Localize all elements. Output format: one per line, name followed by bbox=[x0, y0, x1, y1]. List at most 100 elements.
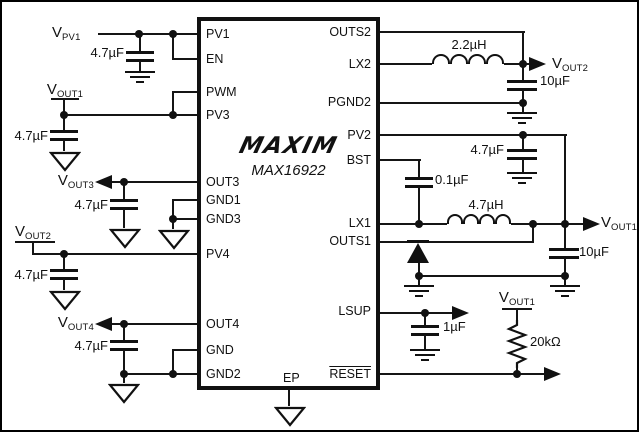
wire bbox=[380, 63, 432, 65]
capacitor-c-pv2 bbox=[507, 157, 537, 160]
wire bbox=[564, 258, 566, 277]
net-label-vout1-out: VOUT1 bbox=[601, 214, 638, 233]
wire bbox=[522, 104, 524, 112]
ground-symbol bbox=[507, 172, 537, 185]
capacitor-c-pv1 bbox=[126, 51, 154, 54]
wire bbox=[112, 181, 197, 183]
wire bbox=[418, 187, 420, 225]
wire bbox=[172, 349, 197, 351]
wire bbox=[522, 159, 524, 172]
output-arrow-vout3 bbox=[95, 175, 112, 189]
junction-dot bbox=[561, 272, 569, 280]
net-label-vout3: VOUT3 bbox=[57, 172, 94, 191]
wire bbox=[522, 90, 524, 104]
wire bbox=[123, 323, 125, 340]
wire bbox=[564, 134, 566, 225]
capacitor-c-pv2 bbox=[507, 149, 537, 152]
junction-dot bbox=[169, 215, 177, 223]
value-c-pv2: 4.7µF bbox=[470, 142, 504, 157]
net-label-vout2-out: VOUT2 bbox=[552, 55, 589, 74]
ground-symbol bbox=[507, 112, 537, 125]
value-c-pv4: 4.7µF bbox=[14, 267, 48, 282]
pin-en: EN bbox=[206, 52, 224, 66]
junction-dot bbox=[60, 111, 68, 119]
output-arrow-vout2 bbox=[529, 57, 546, 71]
junction-dot bbox=[120, 178, 128, 186]
inductor-l-out2 bbox=[450, 54, 468, 64]
capacitor-c-pv4 bbox=[50, 269, 78, 272]
wire bbox=[172, 199, 174, 229]
net-label-vout4: VOUT4 bbox=[57, 314, 94, 333]
pin-pv4: PV4 bbox=[206, 247, 230, 261]
junction-dot bbox=[519, 60, 527, 68]
pin-lsup: LSUP bbox=[338, 304, 371, 318]
junction-dot bbox=[415, 220, 423, 228]
wire bbox=[112, 323, 197, 325]
ic-max16922: MAXIM MAX16922 PV1 EN PWM PV3 OUT3 GND1 … bbox=[197, 17, 380, 390]
inductor-l-out1 bbox=[463, 214, 479, 224]
value-c-out1: 10µF bbox=[579, 244, 609, 259]
wire bbox=[380, 223, 447, 225]
wire bbox=[172, 199, 197, 201]
wire bbox=[380, 373, 544, 375]
ground-symbol bbox=[108, 383, 140, 404]
wire bbox=[172, 33, 174, 60]
pin-bst: BST bbox=[346, 153, 371, 167]
wire bbox=[63, 253, 65, 269]
junction-dot bbox=[421, 309, 429, 317]
net-label-vout2-in: VOUT2 bbox=[15, 223, 52, 242]
output-arrow-lsup bbox=[452, 306, 469, 320]
capacitor-c-out4 bbox=[110, 340, 138, 343]
wire bbox=[504, 63, 529, 65]
wire bbox=[380, 312, 452, 314]
capacitor-c-out1 bbox=[549, 248, 579, 251]
value-c-bst: 0.1µF bbox=[435, 172, 469, 187]
junction-dot bbox=[120, 320, 128, 328]
output-arrow-reset bbox=[544, 367, 561, 381]
wire bbox=[516, 308, 518, 321]
wire bbox=[123, 375, 125, 383]
capacitor-c-out2 bbox=[507, 88, 537, 91]
wire bbox=[63, 140, 65, 151]
wire bbox=[63, 279, 65, 290]
pin-gnd1: GND1 bbox=[206, 193, 241, 207]
wire bbox=[522, 134, 524, 149]
wire bbox=[424, 335, 426, 349]
pin-gnd2: GND2 bbox=[206, 367, 241, 381]
wire bbox=[172, 91, 174, 116]
resistor-r-reset bbox=[505, 320, 529, 368]
junction-dot bbox=[561, 220, 569, 228]
ground-symbol bbox=[274, 406, 306, 427]
pin-pwm: PWM bbox=[206, 85, 237, 99]
capacitor-c-out2 bbox=[507, 80, 537, 83]
ground-symbol bbox=[410, 349, 440, 362]
ground-symbol bbox=[158, 229, 190, 250]
wire bbox=[32, 253, 197, 255]
wire bbox=[98, 33, 197, 35]
supply-bar bbox=[15, 241, 55, 243]
value-c-lsup: 1µF bbox=[443, 319, 466, 334]
capacitor-c-lsup bbox=[411, 333, 439, 336]
wire bbox=[380, 102, 525, 104]
value-c-out2: 10µF bbox=[540, 73, 570, 88]
capacitor-c-out3 bbox=[110, 207, 138, 210]
pin-pgnd2: PGND2 bbox=[327, 95, 371, 109]
inductor-l-out2 bbox=[468, 54, 486, 64]
wire bbox=[288, 390, 290, 406]
wire bbox=[123, 209, 125, 228]
inductor-l-out2 bbox=[486, 54, 504, 64]
ground-symbol bbox=[125, 71, 155, 84]
wire bbox=[139, 61, 141, 71]
junction-dot bbox=[529, 220, 537, 228]
junction-dot bbox=[169, 111, 177, 119]
wire bbox=[564, 223, 566, 248]
pin-gnd3: GND3 bbox=[206, 212, 241, 226]
value-l-out2: 2.2µH bbox=[451, 37, 487, 52]
wire bbox=[380, 241, 534, 243]
wire bbox=[63, 114, 197, 116]
pin-reset: RESET bbox=[329, 367, 371, 381]
ground-symbol bbox=[404, 285, 434, 298]
diode-cathode-bar bbox=[407, 240, 429, 243]
capacitor-c-bst bbox=[405, 185, 433, 188]
